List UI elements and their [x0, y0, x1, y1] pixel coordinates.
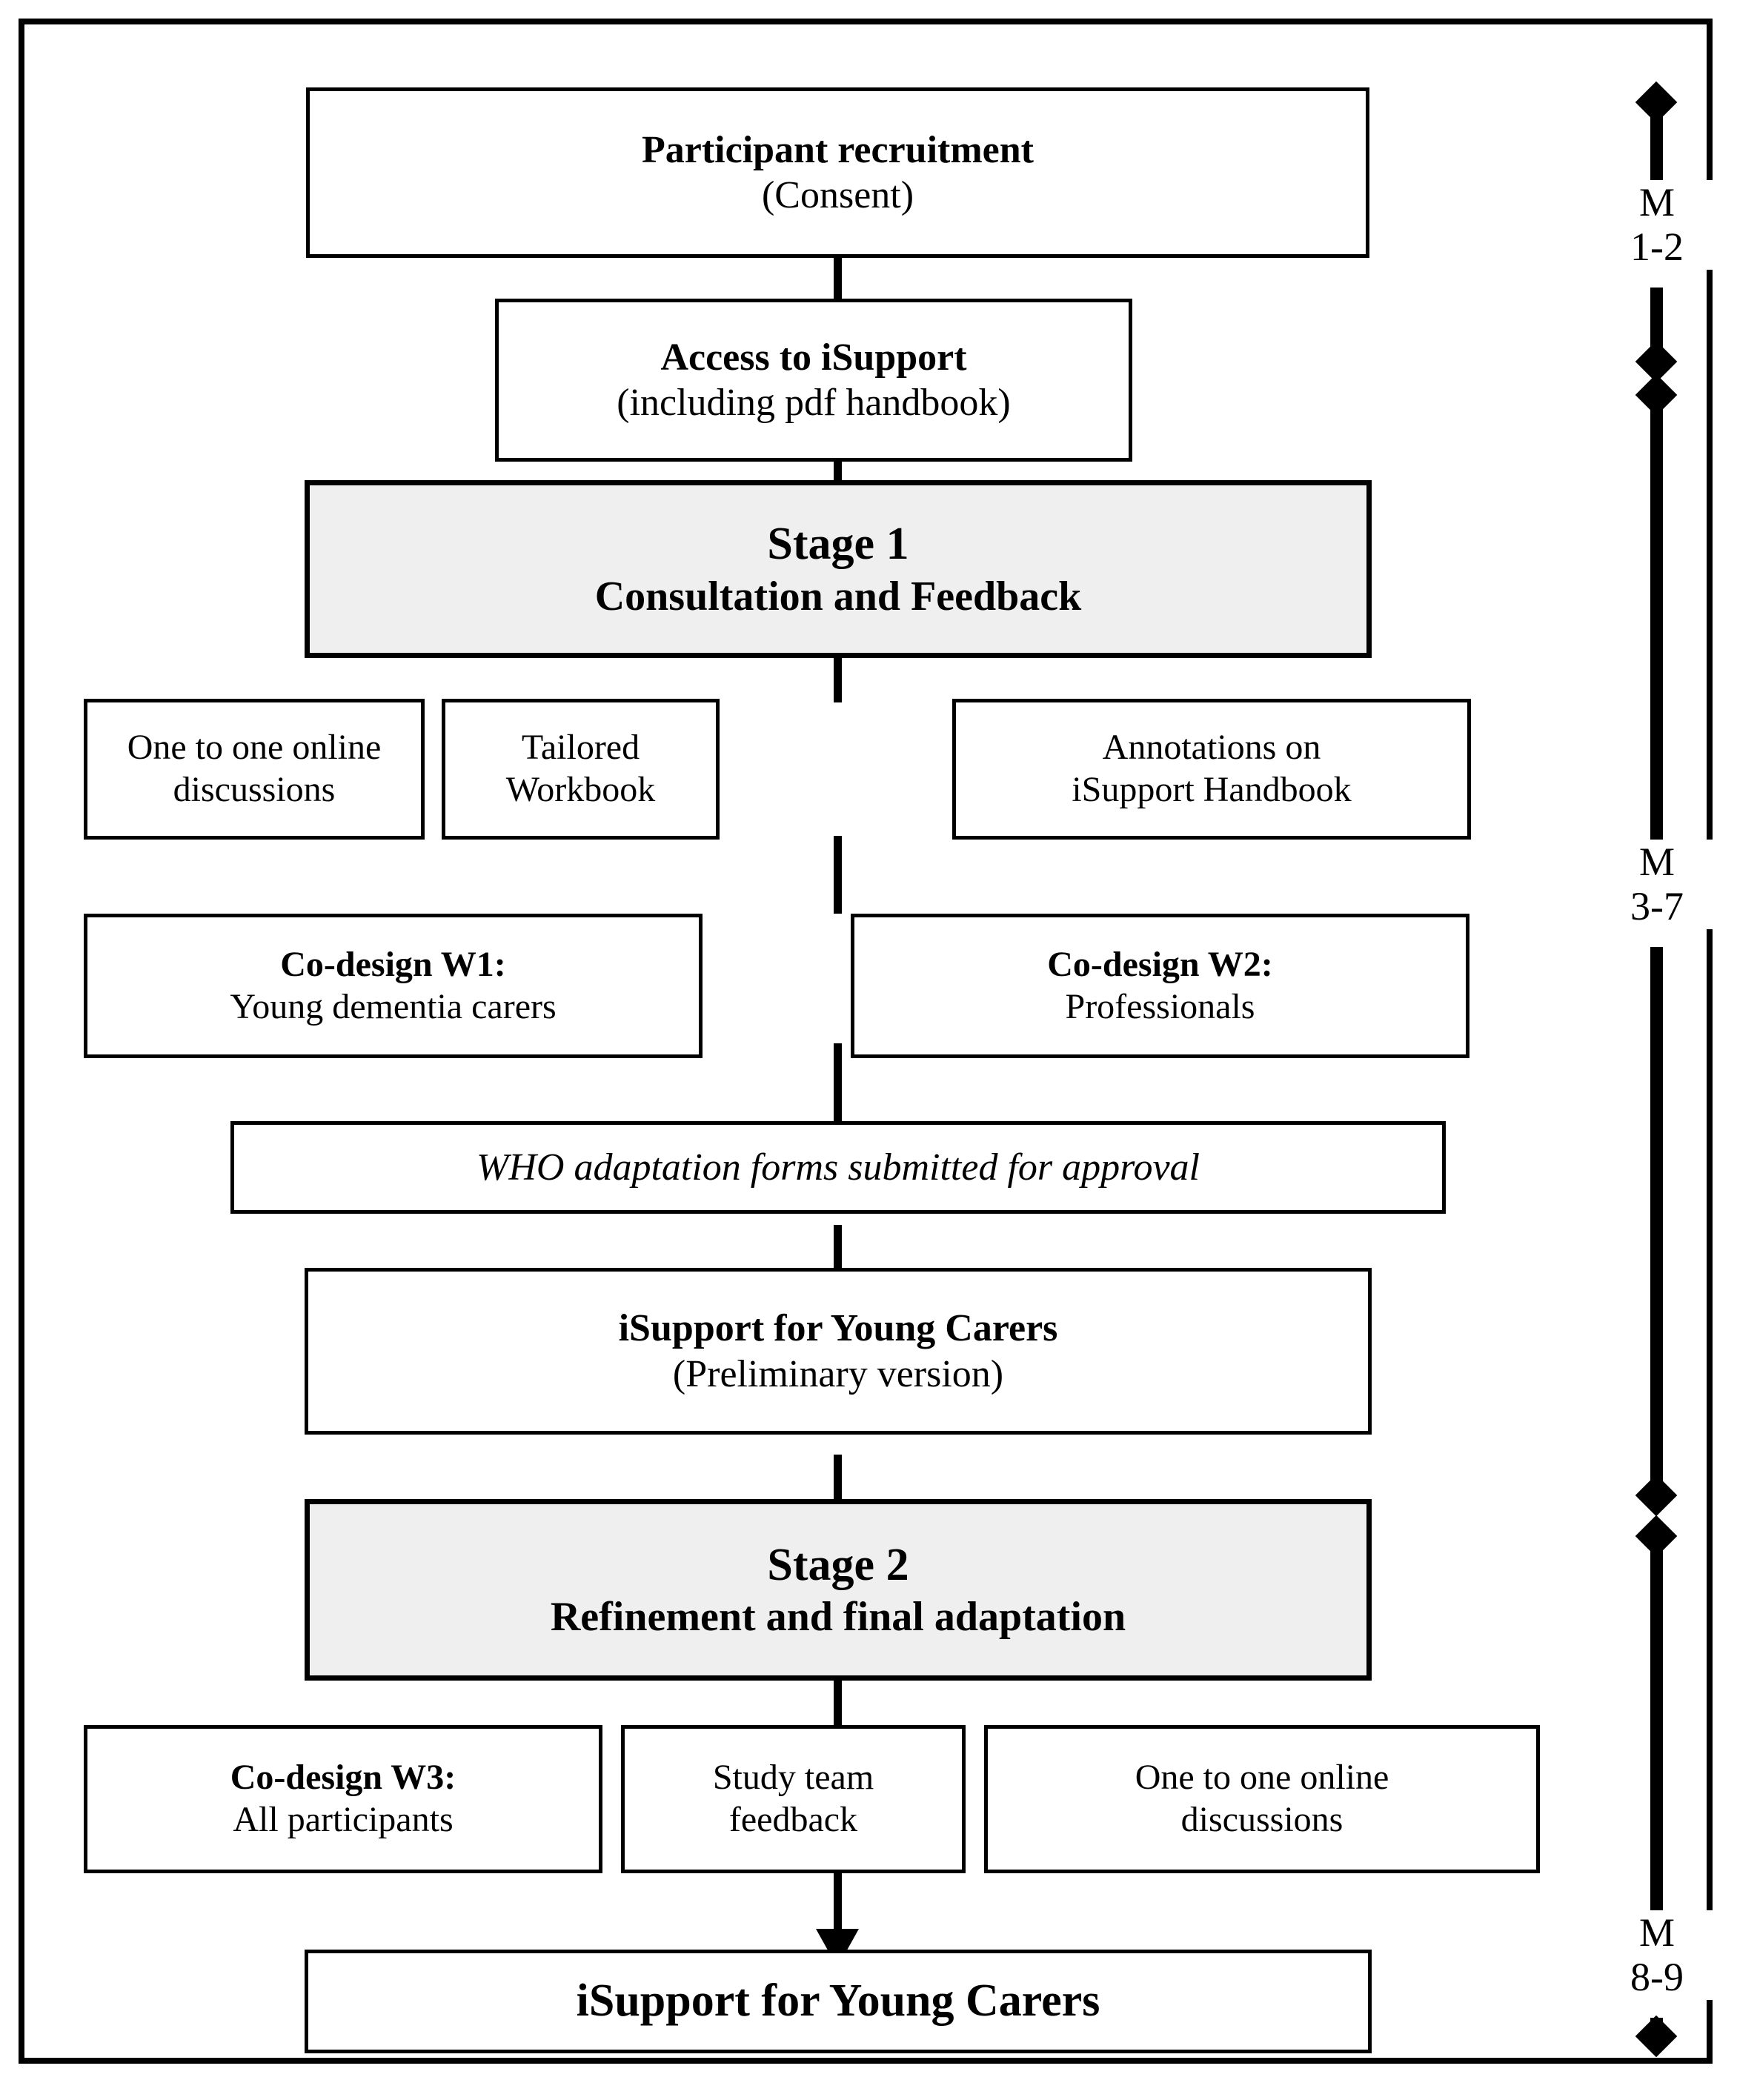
- access-isupport-line1: Access to iSupport: [660, 336, 967, 379]
- stage1-subtitle: Consultation and Feedback: [594, 573, 1082, 619]
- preliminary-line1: iSupport for Young Carers: [618, 1307, 1058, 1350]
- tailored-workbook-line2: Workbook: [505, 770, 656, 809]
- one-to-one-2-line2: discussions: [1180, 1800, 1344, 1839]
- connector-stage1-to-row1: [834, 654, 842, 702]
- codesign-w1-line1: Co-design W1:: [280, 944, 506, 984]
- participant-recruitment-line2: (Consent): [761, 174, 914, 216]
- node-codesign-w3: Co-design W3: All participants: [84, 1725, 602, 1873]
- codesign-w2-line2: Professionals: [1065, 986, 1255, 1026]
- one-to-one-1-line2: discussions: [173, 770, 336, 809]
- timeline-label-m3-7: M 3-7: [1590, 840, 1724, 929]
- timeline-diamond-top-3: [1635, 1515, 1678, 1558]
- node-stage-1: Stage 1 Consultation and Feedback: [305, 480, 1372, 658]
- timeline-label-m1-2-range: 1-2: [1630, 225, 1684, 270]
- annotations-line2: iSupport Handbook: [1072, 770, 1352, 809]
- node-final-output: iSupport for Young Carers: [305, 1950, 1372, 2053]
- timeline-label-m1-2: M 1-2: [1590, 180, 1724, 270]
- timeline-diamond-bottom-3: [1635, 2015, 1678, 2058]
- tailored-workbook-line1: Tailored: [521, 728, 640, 768]
- timeline-label-m3-7-unit: M: [1638, 840, 1675, 884]
- preliminary-line2: (Preliminary version): [672, 1352, 1004, 1395]
- node-stage-2: Stage 2 Refinement and final adaptation: [305, 1499, 1372, 1681]
- node-codesign-w2: Co-design W2: Professionals: [851, 914, 1469, 1058]
- node-who-adaptation-forms: WHO adaptation forms submitted for appro…: [230, 1121, 1446, 1214]
- connector-row1-to-row2: [834, 836, 842, 914]
- study-team-line2: feedback: [728, 1800, 858, 1839]
- node-study-team-feedback: Study team feedback: [621, 1725, 966, 1873]
- timeline-stem-lower-2: [1650, 947, 1663, 1495]
- node-tailored-workbook: Tailored Workbook: [442, 699, 720, 840]
- study-team-line1: Study team: [712, 1758, 874, 1798]
- codesign-w1-line2: Young dementia carers: [230, 986, 557, 1026]
- node-one-to-one-discussions-stage1: One to one online discussions: [84, 699, 425, 840]
- node-one-to-one-discussions-stage2: One to one online discussions: [984, 1725, 1540, 1873]
- connector-row3-to-final: [834, 1870, 842, 1947]
- timeline-label-m1-2-unit: M: [1638, 180, 1675, 225]
- codesign-w3-line1: Co-design W3:: [230, 1758, 456, 1798]
- timeline-label-m8-9-range: 8-9: [1630, 1955, 1684, 2000]
- node-access-to-isupport: Access to iSupport (including pdf handbo…: [495, 299, 1132, 462]
- connector-stage2-to-row3: [834, 1681, 842, 1729]
- node-codesign-w1: Co-design W1: Young dementia carers: [84, 914, 703, 1058]
- connector-preliminary-to-stage2: [834, 1455, 842, 1503]
- node-preliminary-version: iSupport for Young Carers (Preliminary v…: [305, 1268, 1372, 1435]
- timeline-stem-upper-2: [1650, 391, 1663, 840]
- timeline-stem-upper-3: [1650, 1532, 1663, 1910]
- timeline-diamond-top-1: [1635, 81, 1678, 124]
- connector-recruitment-to-access: [834, 254, 842, 302]
- timeline-label-m8-9-unit: M: [1638, 1910, 1675, 1955]
- timeline-diamond-bottom-2: [1635, 1474, 1678, 1517]
- diagram-frame: Participant recruitment (Consent) Access…: [19, 19, 1724, 2064]
- final-output-line1: iSupport for Young Carers: [576, 1976, 1100, 2027]
- connector-who-to-preliminary: [834, 1225, 842, 1273]
- timeline-label-m8-9: M 8-9: [1590, 1910, 1724, 2000]
- who-forms-line1: WHO adaptation forms submitted for appro…: [476, 1146, 1200, 1189]
- node-participant-recruitment: Participant recruitment (Consent): [306, 87, 1369, 258]
- codesign-w2-line1: Co-design W2:: [1047, 944, 1273, 984]
- connector-row2-to-who: [834, 1043, 842, 1121]
- participant-recruitment-line1: Participant recruitment: [642, 128, 1034, 171]
- codesign-w3-line2: All participants: [233, 1800, 454, 1839]
- stage2-subtitle: Refinement and final adaptation: [550, 1594, 1126, 1641]
- node-annotations-on-handbook: Annotations on iSupport Handbook: [952, 699, 1471, 840]
- timeline-label-m3-7-range: 3-7: [1630, 884, 1684, 929]
- one-to-one-1-line1: One to one online: [127, 728, 382, 768]
- annotations-line1: Annotations on: [1102, 728, 1321, 768]
- one-to-one-2-line1: One to one online: [1135, 1758, 1389, 1798]
- stage1-title: Stage 1: [767, 519, 909, 570]
- stage2-title: Stage 2: [767, 1539, 909, 1590]
- access-isupport-line2: (including pdf handbook): [617, 382, 1011, 424]
- timeline-diamond-top-2: [1635, 373, 1678, 416]
